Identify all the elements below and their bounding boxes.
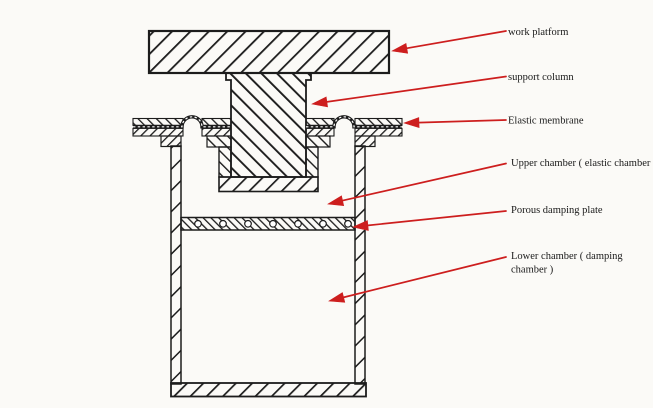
container-bottom [170, 382, 367, 398]
leader-elastic-membrane [417, 119, 507, 124]
leader-porous-plate [366, 210, 507, 227]
membrane-dots [133, 116, 231, 128]
arrowhead-upper-chamber [327, 195, 345, 206]
cup-left-flange [206, 135, 232, 148]
label-elastic-membrane: Elastic membrane [508, 116, 584, 127]
porous-plate-body [180, 216, 356, 231]
label-lower-chamber-line1: Lower chamber ( damping [511, 251, 623, 262]
leader-upper-chamber [341, 162, 507, 202]
pore-hole [294, 219, 302, 228]
cup-bottom [218, 176, 319, 193]
porous-damping-plate-shape [180, 216, 356, 231]
cup-right-wall [305, 146, 319, 178]
cup-right-flange [305, 135, 331, 148]
cup-left-wall [218, 146, 232, 178]
structure [132, 29, 403, 398]
container-left-wall [170, 145, 182, 385]
membrane-bottom-clamp [132, 127, 184, 137]
arrowhead-porous-plate [352, 220, 369, 231]
work-platform-shape [147, 29, 391, 75]
pore-hole [244, 219, 252, 228]
callout-labels: work platform support column Elastic mem… [508, 27, 653, 276]
label-work-platform: work platform [508, 27, 568, 38]
pore-hole [319, 219, 327, 228]
pore-hole [269, 219, 277, 228]
container-right-wall [354, 145, 366, 385]
arrowhead-support-column [311, 96, 328, 108]
membrane-top-clamp [305, 117, 335, 126]
label-porous-damping-plate: Porous damping plate [511, 205, 603, 216]
arrowhead-lower-chamber [328, 292, 346, 303]
leader-support-column [325, 75, 507, 103]
left-wall-flange-foot [160, 135, 182, 148]
label-lower-chamber-line2: chamber ) [511, 265, 554, 276]
membrane-bottom-clamp [201, 127, 232, 137]
leader-work-platform [404, 30, 507, 50]
arrowhead-work-platform [391, 43, 409, 54]
support-column-shape [225, 72, 312, 178]
membrane-bottom-clamp [305, 127, 335, 137]
leader-arrows [311, 30, 507, 303]
membrane-top-clamp [354, 117, 403, 126]
arrowhead-elastic-membrane [403, 117, 420, 129]
right-wall-flange-foot [354, 135, 376, 148]
pore-hole [219, 219, 227, 228]
leader-lower-chamber [342, 256, 507, 299]
membrane-dots [306, 116, 402, 128]
elastic-membrane-assembly [132, 115, 403, 137]
membrane-bottom-clamp [354, 127, 403, 137]
label-support-column: support column [508, 72, 574, 83]
pore-hole [344, 219, 352, 228]
pore-hole [194, 219, 202, 228]
membrane-top-clamp [201, 117, 232, 126]
label-upper-chamber: Upper chamber ( elastic chamber ) [511, 158, 653, 169]
membrane-top-clamp [132, 117, 184, 126]
